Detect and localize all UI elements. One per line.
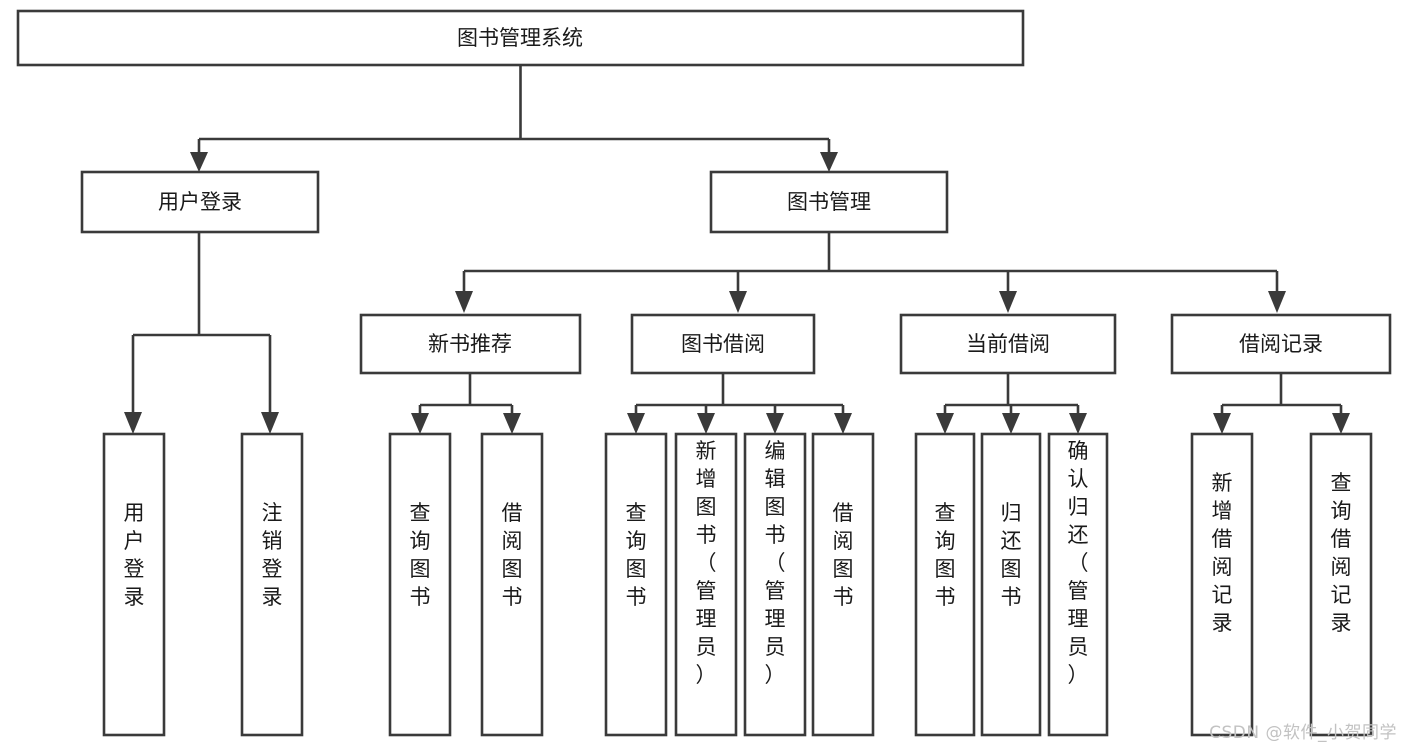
leaf-record-query-record[interactable]: 查询借阅记录 (1309, 432, 1373, 737)
leaf-borrow-borrow-book[interactable]: 借阅图书 (811, 432, 875, 737)
leaf-current-confirm-return[interactable]: 确认归还（管理员） (1047, 432, 1109, 737)
arrow-current-l1 (936, 413, 954, 434)
arrow-current-l3 (1069, 413, 1087, 434)
leaf-borrow-edit-book-label: 编辑图书（管理员） (765, 439, 786, 687)
node-book-management[interactable]: 图书管理 (709, 170, 949, 234)
node-book-management-label: 图书管理 (787, 190, 871, 214)
arrow-borrow-l4 (834, 413, 852, 434)
node-user-login[interactable]: 用户登录 (80, 170, 320, 234)
leaf-newbook-borrow-book-label: 借阅图书 (502, 501, 523, 609)
leaf-borrow-add-book-box[interactable] (674, 432, 738, 737)
node-new-book-recommend-box[interactable] (359, 313, 582, 375)
arrow-current-l2 (1002, 413, 1020, 434)
leaf-newbook-borrow-book[interactable]: 借阅图书 (480, 432, 544, 737)
node-user-login-box[interactable] (80, 170, 320, 234)
node-root-system[interactable]: 图书管理系统 (16, 9, 1025, 67)
leaf-borrow-edit-book[interactable]: 编辑图书（管理员） (743, 432, 807, 737)
leaf-newbook-borrow-book-box[interactable] (480, 432, 544, 737)
leaf-borrow-query-book-box[interactable] (604, 432, 668, 737)
node-current-borrow[interactable]: 当前借阅 (899, 313, 1117, 375)
arrow-record-l1 (1213, 413, 1231, 434)
node-book-management-box[interactable] (709, 170, 949, 234)
leaf-current-confirm-return-label: 确认归还（管理员） (1068, 439, 1089, 687)
node-borrow-record-label: 借阅记录 (1239, 332, 1323, 356)
leaf-user-login-logout-box[interactable] (240, 432, 304, 737)
leaf-newbook-query-book-label: 查询图书 (410, 501, 431, 609)
leaf-current-query-book[interactable]: 查询图书 (914, 432, 976, 737)
node-current-borrow-label: 当前借阅 (966, 332, 1050, 356)
leaf-user-login-logout[interactable]: 注销登录 (240, 432, 304, 737)
arrow-borrow-l1 (627, 413, 645, 434)
arrow-root-to-book-mgmt (820, 152, 838, 172)
arrow-newbook-l1 (411, 413, 429, 434)
connector-layer (124, 65, 1350, 434)
node-new-book-recommend-label: 新书推荐 (428, 332, 512, 356)
leaf-record-query-record-label: 查询借阅记录 (1331, 471, 1352, 635)
arrow-borrow-l2 (697, 413, 715, 434)
leaf-newbook-query-book[interactable]: 查询图书 (388, 432, 452, 737)
arrow-userlogin-child2 (261, 412, 279, 434)
leaf-newbook-query-book-box[interactable] (388, 432, 452, 737)
node-current-borrow-box[interactable] (899, 313, 1117, 375)
arrow-newbook-l2 (503, 413, 521, 434)
leaf-borrow-borrow-book-label: 借阅图书 (833, 501, 854, 609)
node-book-borrow-box[interactable] (630, 313, 816, 375)
arrow-bookmgmt-g2 (729, 291, 747, 313)
leaf-borrow-borrow-book-box[interactable] (811, 432, 875, 737)
leaf-current-query-book-box[interactable] (914, 432, 976, 737)
leaf-current-return-book-box[interactable] (980, 432, 1042, 737)
arrow-borrow-l3 (766, 413, 784, 434)
leaf-current-confirm-return-box[interactable] (1047, 432, 1109, 737)
node-book-borrow[interactable]: 图书借阅 (630, 313, 816, 375)
node-borrow-record-box[interactable] (1170, 313, 1392, 375)
arrow-userlogin-child1 (124, 412, 142, 434)
leaf-current-return-book[interactable]: 归还图书 (980, 432, 1042, 737)
node-root-system-box[interactable] (16, 9, 1025, 67)
node-borrow-record[interactable]: 借阅记录 (1170, 313, 1392, 375)
node-root-system-label: 图书管理系统 (457, 26, 583, 50)
leaf-borrow-add-book-label: 新增图书（管理员） (696, 439, 717, 687)
node-new-book-recommend[interactable]: 新书推荐 (359, 313, 582, 375)
leaf-borrow-edit-book-box[interactable] (743, 432, 807, 737)
leaf-current-query-book-label: 查询图书 (935, 501, 956, 609)
leaf-borrow-add-book[interactable]: 新增图书（管理员） (674, 432, 738, 737)
arrow-record-l2 (1332, 413, 1350, 434)
leaf-borrow-query-book-label: 查询图书 (626, 501, 647, 609)
leaf-user-login-login-label: 用户登录 (124, 501, 145, 609)
arrow-root-to-user-login (190, 152, 208, 172)
leaf-current-return-book-label: 归还图书 (1001, 501, 1022, 609)
arrow-bookmgmt-g3 (999, 291, 1017, 313)
leaf-record-add-record-label: 新增借阅记录 (1212, 471, 1233, 635)
leaf-user-login-login[interactable]: 用户登录 (102, 432, 166, 737)
node-user-login-label: 用户登录 (158, 190, 242, 214)
leaf-record-add-record[interactable]: 新增借阅记录 (1190, 432, 1254, 737)
leaf-record-add-record-box[interactable] (1190, 432, 1254, 737)
leaf-user-login-login-box[interactable] (102, 432, 166, 737)
node-book-borrow-label: 图书借阅 (681, 332, 765, 356)
leaf-user-login-logout-label: 注销登录 (262, 501, 283, 609)
leaf-record-query-record-box[interactable] (1309, 432, 1373, 737)
arrow-bookmgmt-g4 (1268, 291, 1286, 313)
leaf-borrow-query-book[interactable]: 查询图书 (604, 432, 668, 737)
arrow-bookmgmt-g1 (455, 291, 473, 313)
